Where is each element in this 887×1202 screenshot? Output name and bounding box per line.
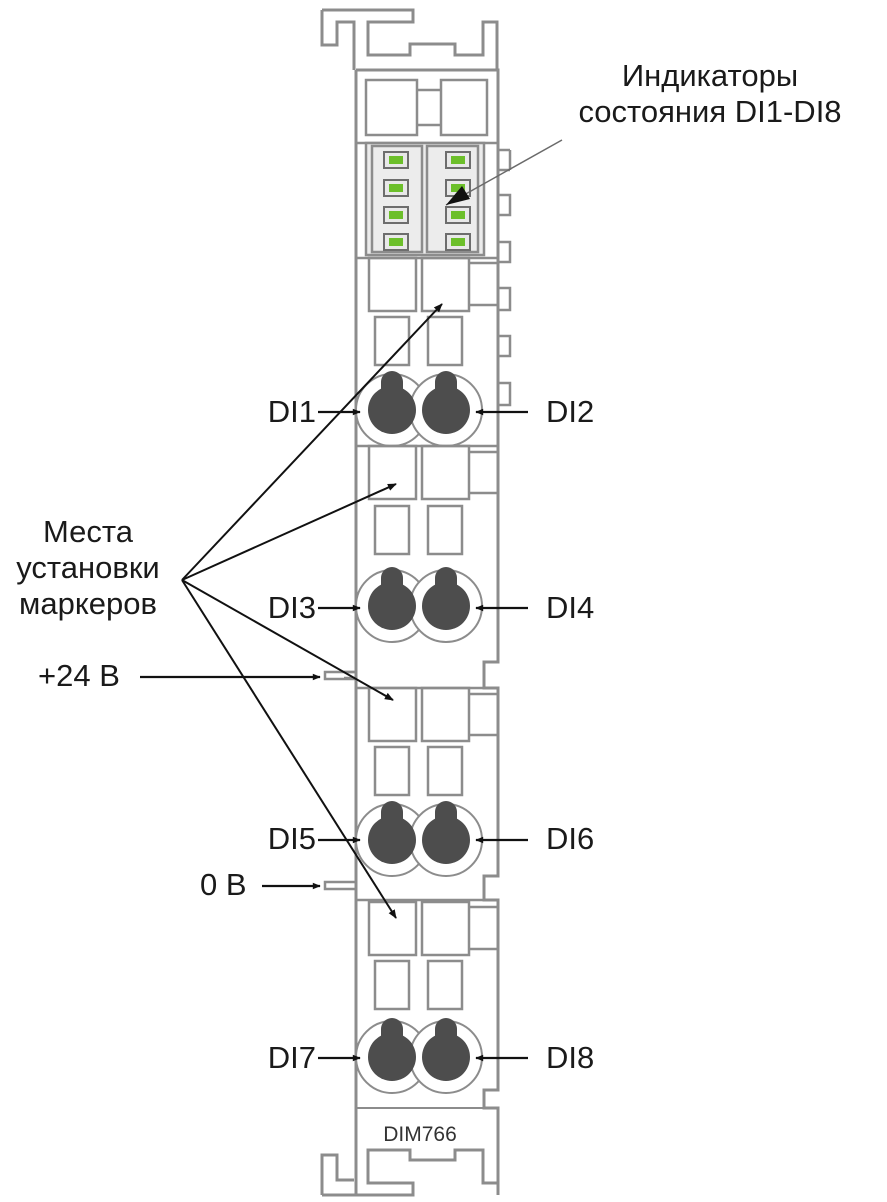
terminal-di8 — [422, 1033, 470, 1081]
terminal-block-1 — [356, 256, 498, 367]
marker-slot-3 — [367, 444, 418, 501]
label-di7: DI7 — [267, 1040, 316, 1075]
terminal-di7 — [368, 1033, 416, 1081]
marker-arrows — [181, 303, 443, 919]
label-di6: DI6 — [546, 821, 595, 856]
led-di1 — [389, 156, 403, 164]
bottom-rail-clip — [320, 1148, 497, 1197]
terminal-pair-3 — [355, 801, 483, 877]
label-zero-v: 0 В — [200, 867, 247, 902]
terminal-di6 — [422, 816, 470, 864]
led-indicators-label: Индикаторы состояния DI1-DI8 — [560, 58, 860, 130]
terminal-di1 — [368, 386, 416, 434]
marker-slot-4 — [420, 444, 471, 501]
terminal-di3 — [368, 582, 416, 630]
channel-arrows — [140, 408, 528, 1062]
marker-slot-2 — [420, 256, 471, 313]
marker-places-line-1: Места — [42, 514, 133, 549]
led-di5 — [389, 211, 403, 219]
label-di8: DI8 — [546, 1040, 595, 1075]
release-tabs — [356, 78, 498, 145]
marker-places-line-3: маркеров — [19, 586, 157, 621]
led-indicators-line-1: Индикаторы — [621, 58, 799, 93]
terminal-di4 — [422, 582, 470, 630]
terminal-pair-1 — [355, 371, 483, 447]
side-tabs — [323, 193, 512, 891]
top-rail-clip — [320, 8, 499, 70]
led-di2 — [451, 156, 465, 164]
marker-slot-1 — [367, 256, 418, 313]
module-name: DIM766 — [383, 1123, 457, 1146]
label-di2: DI2 — [546, 394, 595, 429]
terminal-block-4 — [356, 898, 498, 1011]
marker-slot-6 — [420, 686, 471, 743]
led-di7 — [389, 238, 403, 246]
label-di1: DI1 — [267, 394, 316, 429]
marker-places-line-2: установки — [16, 550, 160, 585]
terminal-di2 — [422, 386, 470, 434]
marker-slot-7 — [367, 900, 418, 957]
label-di4: DI4 — [546, 590, 595, 625]
label-di3: DI3 — [267, 590, 316, 625]
label-plus-24v: +24 В — [38, 658, 120, 693]
label-di5: DI5 — [267, 821, 316, 856]
marker-places-label: Места установки маркеров — [0, 514, 176, 622]
terminal-pair-4 — [355, 1018, 483, 1094]
led-di3 — [389, 184, 403, 192]
status-leds — [383, 151, 471, 251]
marker-slot-8 — [420, 900, 471, 957]
terminal-di5 — [368, 816, 416, 864]
terminal-block-3 — [356, 686, 498, 797]
terminal-pair-2 — [355, 567, 483, 643]
terminal-block-2 — [356, 444, 498, 556]
led-di6 — [451, 211, 465, 219]
led-indicators-line-2: состояния DI1-DI8 — [578, 94, 842, 129]
led-callout-arrow — [445, 139, 563, 206]
marker-slot-5 — [367, 686, 418, 743]
led-di4 — [451, 184, 465, 192]
led-di8 — [451, 238, 465, 246]
